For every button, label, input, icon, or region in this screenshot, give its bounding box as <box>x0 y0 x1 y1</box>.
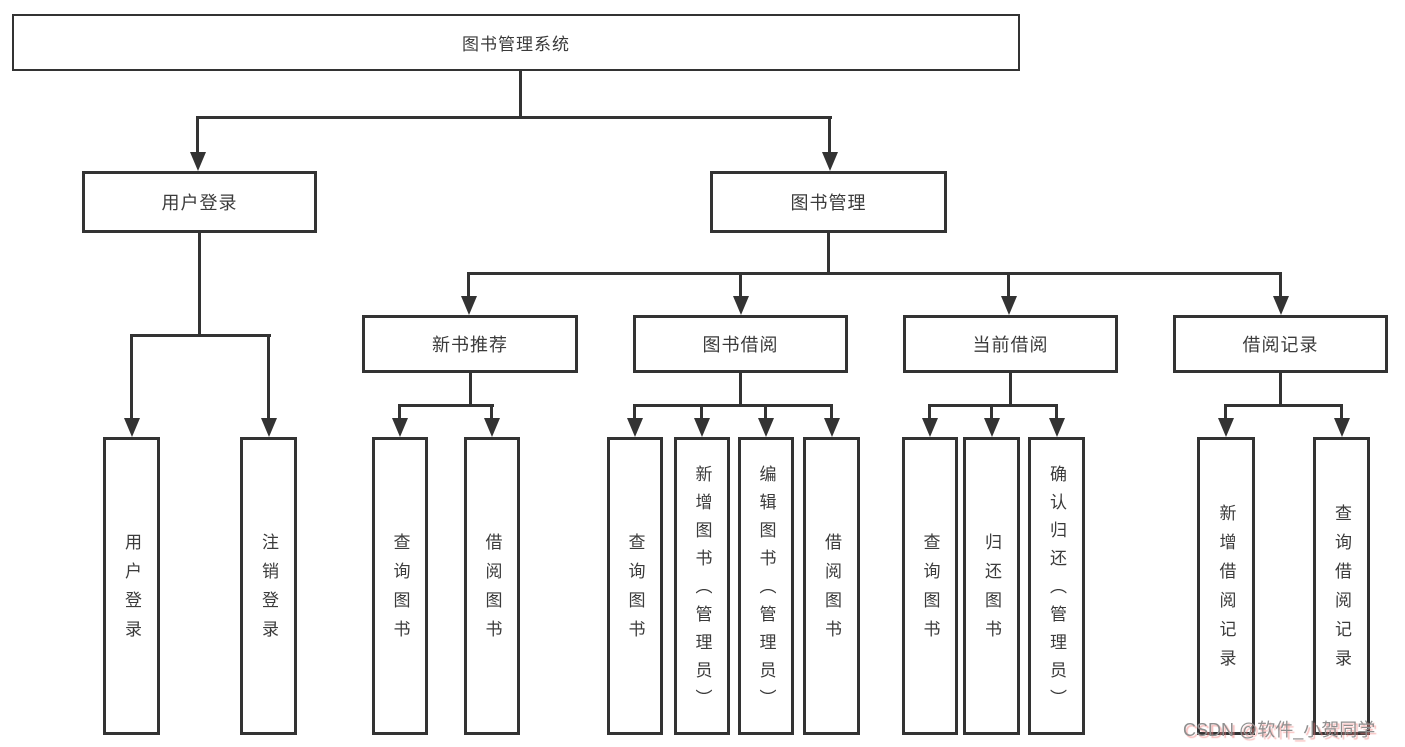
line <box>198 233 201 337</box>
arrow-down-icon <box>694 418 710 437</box>
line <box>519 70 522 118</box>
leaf-query-books-1: 查询图书 <box>372 437 428 735</box>
line <box>633 404 636 422</box>
leaf-add-borrow-record: 新增借阅记录 <box>1197 437 1255 735</box>
arrow-down-icon <box>190 152 206 171</box>
node-user-login: 用户登录 <box>82 171 317 233</box>
arrow-down-icon <box>1049 418 1065 437</box>
node-new-book-recommend: 新书推荐 <box>362 315 578 373</box>
arrow-down-icon <box>1334 418 1350 437</box>
arrow-down-icon <box>758 418 774 437</box>
node-book-borrow: 图书借阅 <box>633 315 848 373</box>
arrow-down-icon <box>922 418 938 437</box>
leaf-user-login: 用户登录 <box>103 437 160 735</box>
line <box>467 272 1282 275</box>
line <box>700 404 703 422</box>
line <box>1007 272 1010 300</box>
arrow-down-icon <box>984 418 1000 437</box>
line <box>197 116 832 119</box>
arrow-down-icon <box>824 418 840 437</box>
line <box>827 233 830 275</box>
line <box>130 334 271 337</box>
line <box>1279 272 1282 300</box>
line <box>469 373 472 407</box>
leaf-return-books: 归还图书 <box>963 437 1020 735</box>
line <box>633 404 833 407</box>
line <box>1055 404 1058 422</box>
line <box>267 334 270 422</box>
line <box>928 404 1058 407</box>
line <box>1340 404 1343 422</box>
line <box>467 272 470 300</box>
arrow-down-icon <box>733 296 749 315</box>
arrow-down-icon <box>822 152 838 171</box>
leaf-borrow-books-1: 借阅图书 <box>464 437 520 735</box>
line <box>830 404 833 422</box>
leaf-confirm-return: 确认归还（管理员） <box>1028 437 1085 735</box>
line <box>130 334 133 422</box>
line <box>490 404 493 422</box>
leaf-edit-books: 编辑图书（管理员） <box>738 437 794 735</box>
arrow-down-icon <box>261 418 277 437</box>
line <box>1224 404 1227 422</box>
arrow-down-icon <box>124 418 140 437</box>
node-root-system: 图书管理系统 <box>12 14 1020 71</box>
line <box>1224 404 1343 407</box>
arrow-down-icon <box>484 418 500 437</box>
arrow-down-icon <box>1001 296 1017 315</box>
line <box>764 404 767 422</box>
arrow-down-icon <box>461 296 477 315</box>
line <box>398 404 494 407</box>
line <box>990 404 993 422</box>
arrow-down-icon <box>627 418 643 437</box>
line <box>196 116 199 156</box>
leaf-query-borrow-record: 查询借阅记录 <box>1313 437 1370 735</box>
leaf-add-books: 新增图书（管理员） <box>674 437 730 735</box>
line <box>739 272 742 300</box>
line <box>828 116 831 156</box>
leaf-logout: 注销登录 <box>240 437 297 735</box>
arrow-down-icon <box>1273 296 1289 315</box>
node-borrow-records: 借阅记录 <box>1173 315 1388 373</box>
node-current-borrow: 当前借阅 <box>903 315 1118 373</box>
arrow-down-icon <box>392 418 408 437</box>
line <box>398 404 401 422</box>
leaf-query-books-3: 查询图书 <box>902 437 958 735</box>
line <box>928 404 931 422</box>
line <box>739 373 742 407</box>
line <box>1009 373 1012 407</box>
leaf-borrow-books-2: 借阅图书 <box>803 437 860 735</box>
node-book-management: 图书管理 <box>710 171 947 233</box>
leaf-query-books-2: 查询图书 <box>607 437 663 735</box>
line <box>1279 373 1282 407</box>
csdn-watermark: CSDN @软件_小贺同学 <box>1183 720 1376 740</box>
arrow-down-icon <box>1218 418 1234 437</box>
